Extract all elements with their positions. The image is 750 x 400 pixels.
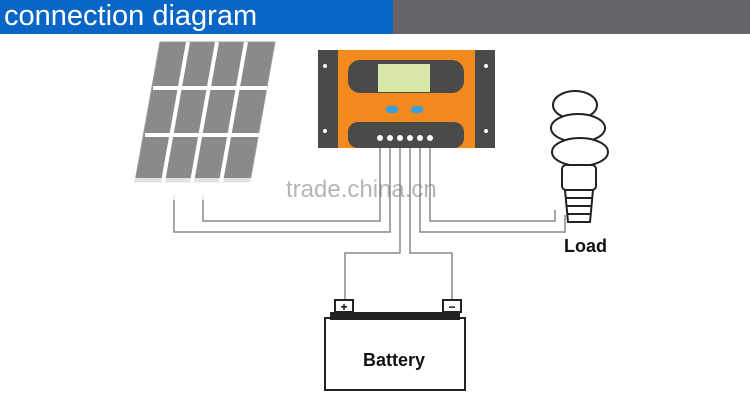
light-bulb — [550, 90, 609, 223]
watermark: trade.china.cn — [286, 176, 437, 203]
header-bar — [0, 0, 393, 34]
load-label: Load — [564, 236, 607, 256]
page-title: connection diagram — [4, 0, 258, 32]
battery-label: Battery — [363, 350, 426, 370]
negative-terminal: − — [448, 300, 455, 314]
positive-terminal: + — [340, 300, 347, 314]
charge-controller — [318, 50, 495, 148]
solar-panel — [134, 41, 276, 183]
wires — [173, 148, 566, 300]
blurred-label — [135, 178, 325, 200]
battery: + − — [324, 299, 466, 391]
header-bar-right — [393, 0, 750, 34]
